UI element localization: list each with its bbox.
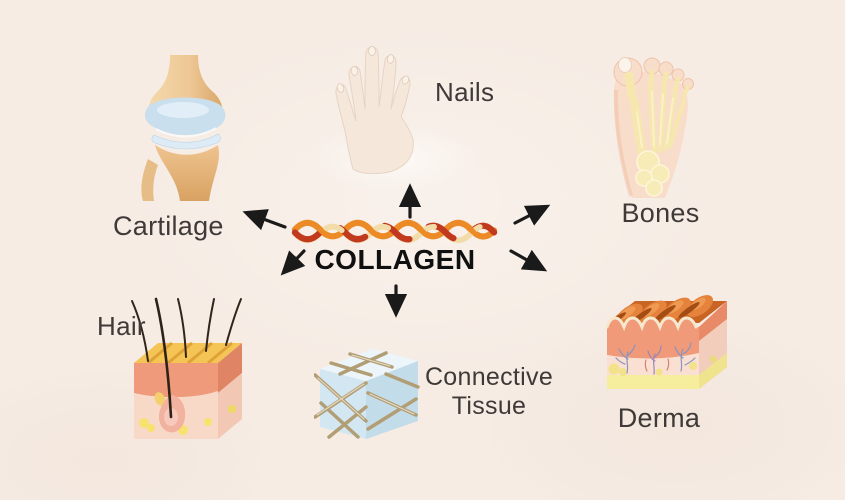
skin-layers-icon	[605, 295, 727, 389]
collagen-center	[288, 217, 501, 246]
collagen-title: COLLAGEN	[314, 244, 476, 275]
hair-follicle-icon	[131, 297, 242, 439]
knee-joint-icon	[141, 55, 226, 201]
bones-item	[602, 46, 705, 198]
derma-label: Derma	[617, 403, 701, 433]
bones-label: Bones	[621, 198, 700, 228]
hair-item	[120, 297, 247, 443]
hand-icon	[335, 46, 414, 174]
collagen-fiber-icon	[291, 219, 498, 244]
hair-label: Hair	[97, 311, 146, 341]
arrow-upper-right-icon	[513, 204, 551, 226]
arrow-lower-right-icon	[509, 249, 548, 272]
cartilage-item	[130, 55, 242, 201]
nails-label: Nails	[435, 77, 495, 107]
foot-bones-icon	[613, 57, 694, 198]
connective-tissue-cube-icon	[314, 349, 420, 439]
derma-item	[599, 275, 735, 395]
connective-tissue-label: Connective Tissue	[424, 363, 554, 420]
cartilage-label: Cartilage	[113, 211, 224, 241]
nails-item	[327, 37, 430, 174]
arrow-upper-left-icon	[242, 209, 287, 231]
connective-tissue-item	[314, 341, 424, 444]
